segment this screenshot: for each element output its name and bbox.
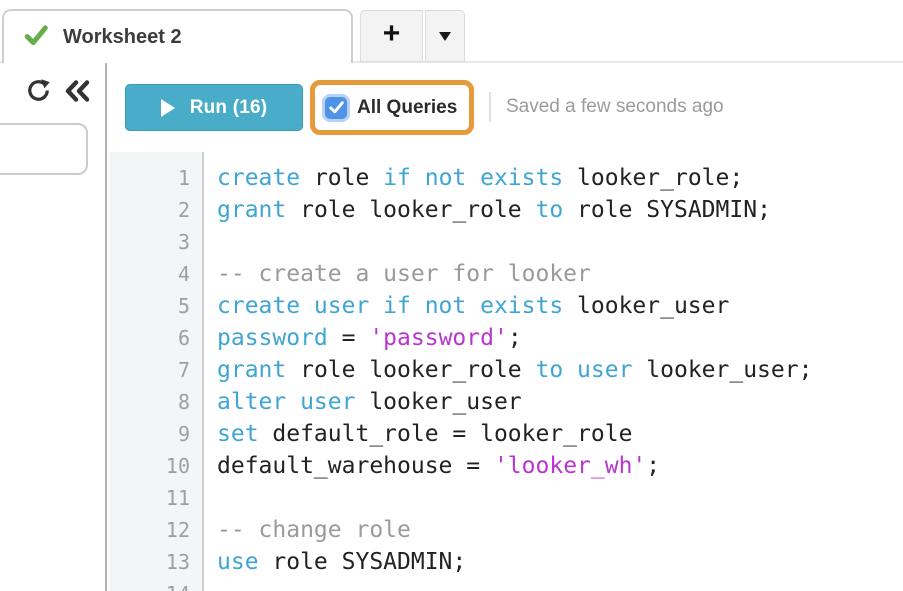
line-number: 11 [165,486,190,510]
code-token: looker_user [355,389,522,415]
code-token: grant [217,357,287,383]
code-token: default_role = looker_role [258,421,633,447]
sidebar-partial-box [0,123,88,175]
run-button[interactable]: Run (16) [125,84,303,131]
code-token: 'password' [369,325,508,351]
code-token: if not exists [383,165,564,191]
left-sidebar [0,63,107,591]
line-number: 4 [177,262,190,286]
code-token: create [217,165,301,191]
tab-title: Worksheet 2 [63,25,182,48]
sql-editor: 1234567891011121314 create role if not e… [109,152,903,591]
code-area[interactable]: create role if not exists looker_role;gr… [206,152,903,591]
all-queries-label: All Queries [357,96,458,118]
code-token: password [217,325,328,351]
code-token: grant [217,197,287,223]
line-number: 7 [177,358,190,382]
line-number: 9 [177,422,190,446]
toolbar-divider [489,92,491,122]
code-token: ; [646,453,661,479]
code-token: 'looker_wh' [493,453,647,479]
caret-down-icon [439,31,451,41]
code-token: create user if not exists [217,293,564,319]
line-number: 10 [165,454,190,478]
code-line[interactable] [217,226,903,258]
code-line[interactable] [217,482,903,514]
run-button-label: Run (16) [189,96,268,118]
code-token: set [217,421,259,447]
code-line[interactable] [217,578,903,591]
code-token: role [300,165,384,191]
checkmark-icon [328,101,344,114]
double-chevron-left-icon [65,79,90,102]
code-token: role SYSADMIN; [563,197,771,223]
all-queries-highlight-ring: All Queries [310,80,475,135]
code-line[interactable]: grant role looker_role to user looker_us… [217,354,903,386]
code-token: -- change role [217,517,411,543]
code-line[interactable]: create role if not exists looker_role; [217,162,903,194]
new-worksheet-button[interactable]: + [360,10,423,62]
code-token: alter user [217,389,356,415]
code-token: looker_role; [563,165,744,191]
code-token: -- create a user for looker [217,261,591,287]
line-number: 14 [109,578,202,591]
collapse-panel-button[interactable] [64,79,90,102]
code-token: = [327,325,370,351]
line-number-gutter: 1234567891011121314 [109,152,204,591]
line-number: 3 [177,230,190,254]
code-line[interactable]: use role SYSADMIN; [217,546,903,578]
code-line[interactable]: alter user looker_user [217,386,903,418]
line-number: 6 [177,326,190,350]
line-number: 5 [177,294,190,318]
worksheet-pane: Run (16) All Queries Saved a few seconds… [109,63,903,591]
code-token: to [535,197,564,223]
code-token: default_warehouse = [217,453,494,479]
code-token: role SYSADMIN; [258,549,467,575]
refresh-icon [28,79,50,101]
code-token: to user [535,357,633,383]
code-line[interactable]: set default_role = looker_role [217,418,903,450]
code-line[interactable]: grant role looker_role to role SYSADMIN; [217,194,903,226]
code-token: looker_user [563,293,730,319]
code-line[interactable]: default_warehouse = 'looker_wh'; [217,450,903,482]
code-token: looker_user; [632,357,813,383]
tab-button-group: + [360,10,465,62]
sidebar-icon-row [0,63,105,103]
code-token: role looker_role [286,197,536,223]
refresh-button[interactable] [26,78,51,103]
code-line[interactable]: -- change role [217,514,903,546]
all-queries-checkbox[interactable] [325,96,347,119]
line-number: 1 [177,166,190,190]
code-token: use [217,549,259,575]
code-token: role looker_role [286,357,536,383]
worksheet-menu-button[interactable] [425,10,465,62]
tab-bar-divider [0,61,903,63]
tab-worksheet-2[interactable]: Worksheet 2 [2,9,353,63]
code-line[interactable]: create user if not exists looker_user [217,290,903,322]
code-token: ; [507,325,522,351]
line-number: 2 [177,198,190,222]
checkmark-icon [24,23,48,52]
code-line[interactable]: -- create a user for looker [217,258,903,290]
save-status: Saved a few seconds ago [506,96,724,117]
line-number: 13 [165,550,190,574]
line-number: 8 [177,390,190,414]
play-icon [160,98,175,117]
code-line[interactable]: password = 'password'; [217,322,903,354]
line-number: 12 [165,518,190,542]
